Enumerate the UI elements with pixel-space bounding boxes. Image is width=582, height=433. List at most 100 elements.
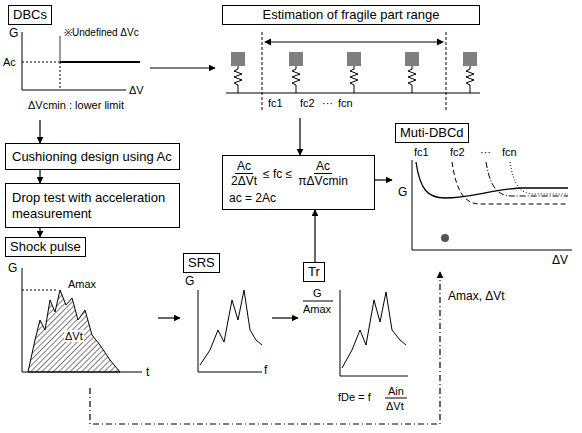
formula-text: ΔVt <box>386 400 404 412</box>
flow-arrow <box>158 317 180 318</box>
axis-label: f <box>264 364 267 377</box>
spring-symbol <box>466 66 474 93</box>
formula-text: Ain <box>388 385 404 397</box>
note-text: ΔVcmin : lower limit <box>28 99 124 111</box>
spring-mass-model <box>226 32 480 112</box>
signal-line <box>90 272 440 424</box>
formula-text: fDe = f <box>338 391 371 403</box>
formula-term: Ac <box>235 159 253 174</box>
graph-axis <box>412 160 572 250</box>
arrow-head <box>264 39 271 46</box>
axis-label: t <box>146 366 149 379</box>
mass-block <box>289 52 303 66</box>
panel-title: Tr <box>303 262 325 282</box>
undefined-limit <box>59 36 61 62</box>
shock-pulse-panel: Shock pulse <box>5 237 158 388</box>
shock-pulse-curve <box>28 290 120 372</box>
connectors <box>40 68 440 424</box>
frequency-label: fcn <box>338 97 353 109</box>
multi-dbc-panel: Muti-DBCd <box>392 123 578 272</box>
panel-title: DBCs <box>8 5 52 25</box>
axis-label: ΔV <box>129 84 144 96</box>
fraction: AcπΔVcmin <box>296 159 350 188</box>
text-row: Cushioning design using Ac <box>12 149 172 165</box>
flow-arrow <box>299 118 300 155</box>
range-arrow <box>268 42 440 43</box>
flow-arrow <box>39 228 40 237</box>
area-label: ΔVt <box>64 330 84 342</box>
process-label: Drop test with acceleration measurement <box>12 190 165 221</box>
spring-symbol <box>292 66 300 93</box>
text-row: ac = 2Ac <box>229 190 276 206</box>
fraction: Ac2ΔVt <box>229 159 259 188</box>
panel-title: Estimation of fragile part range <box>222 5 480 25</box>
process-box: Drop test with acceleration measurement <box>5 183 180 228</box>
mass-block <box>405 52 419 66</box>
frequency-label: fc1 <box>268 97 283 109</box>
flow-arrow <box>39 170 40 183</box>
axis-label: G <box>9 27 18 40</box>
panel-title: SRS <box>183 253 220 273</box>
test-point <box>441 234 449 242</box>
frequency-label: fc1 <box>414 146 429 158</box>
graph-axis <box>198 290 262 372</box>
grid-line <box>22 62 60 63</box>
peak-label: Amax <box>68 278 96 290</box>
process-box: Cushioning design using Ac <box>5 143 180 170</box>
text-row: Ac2ΔVt≤ fc ≤AcπΔVcmin <box>229 159 350 188</box>
formula-term: ≤ fc ≤ <box>263 166 292 182</box>
fraction-bar <box>303 301 333 302</box>
formula-term: πΔVcmin <box>296 174 350 188</box>
flow-arrow <box>150 67 215 68</box>
axis-label: G <box>8 262 17 275</box>
ellipsis: ··· <box>480 146 491 158</box>
dbc-curve <box>486 162 568 196</box>
panel-title: Muti-DBCd <box>395 123 469 143</box>
frequency-label: fcn <box>502 146 517 158</box>
srs-graph <box>198 290 262 372</box>
srs-curve <box>200 290 262 365</box>
formula-term: Ac <box>314 159 332 174</box>
spring-symbol <box>408 66 416 93</box>
frequency-label: fc2 <box>300 97 315 109</box>
formula-term: 2ΔVt <box>229 174 259 188</box>
dbc-graph <box>22 32 140 90</box>
transmissibility-curve <box>342 292 406 368</box>
formula-box: Ac2ΔVt≤ fc ≤AcπΔVcminac = 2Ac <box>222 155 375 210</box>
mass-block <box>347 52 361 66</box>
arrow-head <box>437 39 444 46</box>
mass-block <box>463 52 477 66</box>
multi-dbc-graph <box>412 160 572 250</box>
fraction-bar <box>385 398 407 399</box>
axis-label: G <box>313 287 322 299</box>
spring-symbol <box>350 66 358 93</box>
transmissibility-graph <box>303 290 408 398</box>
axis-label: ΔV <box>552 254 568 267</box>
axis-label: G <box>398 186 407 199</box>
axis-value: Ac <box>3 56 16 68</box>
ellipsis: ··· <box>322 97 333 109</box>
grid-line <box>22 290 58 291</box>
axis-label: Amax <box>303 303 331 315</box>
dbc-curve <box>510 162 568 194</box>
frequency-label: fc2 <box>450 146 465 158</box>
mass-block <box>231 52 245 66</box>
srs-panel: SRS <box>180 253 272 390</box>
text-row: Drop test with acceleration measurement <box>12 190 173 222</box>
dbc-curve <box>452 162 568 204</box>
dbc-curve <box>416 162 568 198</box>
ground-line <box>226 93 480 94</box>
graph-axis <box>340 290 408 376</box>
shock-pulse-graph <box>22 268 142 372</box>
process-label: Cushioning design using Ac <box>12 149 172 165</box>
edge-label: Amax, ΔVt <box>447 290 506 303</box>
grid-line <box>60 62 61 90</box>
flow-arrow <box>272 317 298 318</box>
panel-title: Shock pulse <box>5 237 86 257</box>
damage-boundary <box>60 61 140 63</box>
spring-symbol <box>234 66 242 93</box>
note-text: ※Undefined ΔVc <box>64 27 139 38</box>
